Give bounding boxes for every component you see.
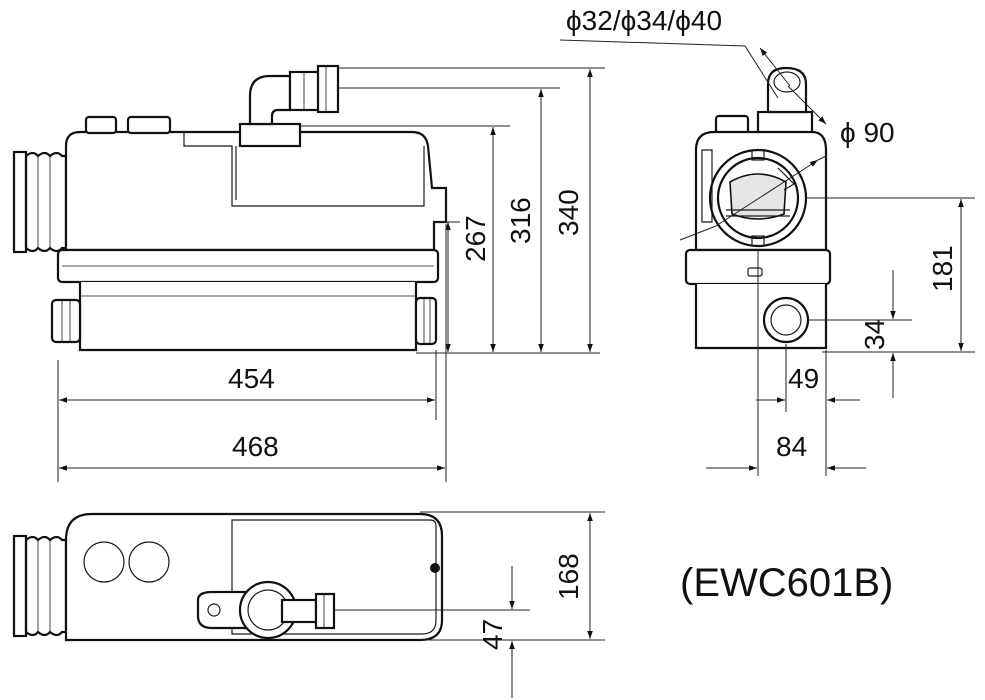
dim-454: 454	[228, 363, 275, 394]
dim-47: 47	[477, 619, 508, 650]
top-corrugated-inlet	[12, 534, 68, 638]
side-view	[684, 66, 832, 350]
dim-267: 267	[460, 215, 491, 262]
side-outlet-pipe	[714, 66, 814, 138]
dim-49: 49	[788, 363, 819, 394]
front-view-width-dimensions	[57, 224, 447, 482]
dim-84: 84	[776, 431, 807, 462]
top-view-dimensions	[334, 511, 605, 698]
top-view	[12, 512, 444, 642]
corrugated-inlet	[12, 150, 68, 254]
side-view-dimensions	[559, 39, 975, 476]
front-view	[12, 64, 448, 352]
dim-pipe-diameters: ϕ32/ϕ34/ϕ40	[566, 5, 722, 36]
dim-468: 468	[232, 431, 279, 462]
top-outlet	[196, 580, 336, 640]
dim-316: 316	[505, 197, 536, 244]
base-unit	[78, 282, 418, 352]
dim-340: 340	[553, 189, 584, 236]
dim-168: 168	[553, 553, 584, 600]
front-view-height-dimensions	[300, 67, 605, 354]
front-outlet-elbow	[238, 64, 340, 148]
dim-34: 34	[859, 319, 890, 350]
upper-housing	[64, 130, 448, 252]
model-label: (EWC601B)	[680, 561, 893, 605]
dim-181: 181	[927, 245, 958, 292]
dim-inlet-diameter: ϕ 90	[840, 117, 895, 148]
